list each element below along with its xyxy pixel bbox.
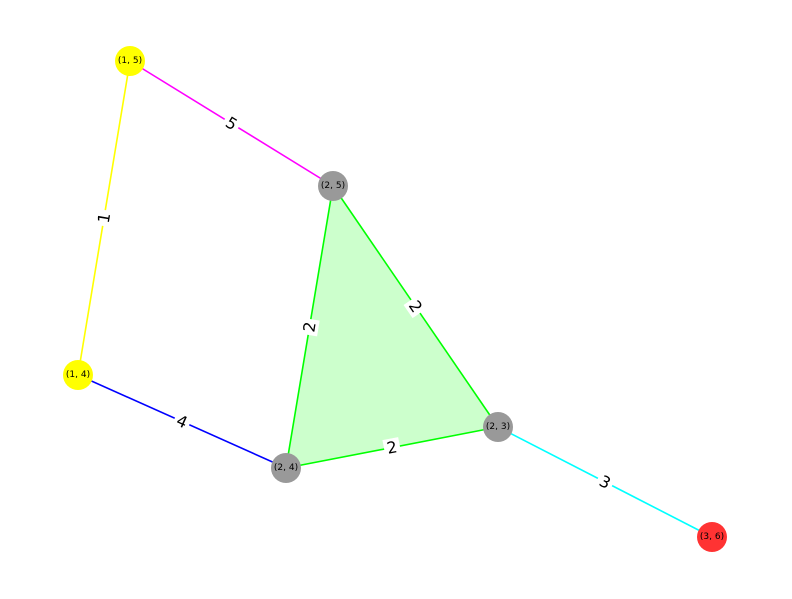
node-circle <box>115 46 145 76</box>
node-n25: (2, 5) <box>318 171 348 201</box>
edge-weight-label: 1 <box>94 211 114 224</box>
node-n23: (2, 3) <box>483 412 513 442</box>
node-label: (2, 3) <box>486 422 510 432</box>
node-label: (1, 4) <box>66 370 90 380</box>
node-n36: (3, 6) <box>697 522 727 552</box>
node-n14: (1, 4) <box>63 360 93 390</box>
node-circle <box>271 453 301 483</box>
node-circle <box>697 522 727 552</box>
node-label: (3, 6) <box>700 532 724 542</box>
node-label: (2, 5) <box>321 181 345 191</box>
edge-weight-label: 2 <box>299 320 319 333</box>
node-label: (1, 5) <box>118 56 142 66</box>
highlighted-region <box>286 186 498 468</box>
node-circle <box>318 171 348 201</box>
node-circle <box>483 412 513 442</box>
edge-weight-label: 2 <box>385 437 399 458</box>
node-circle <box>63 360 93 390</box>
node-label: (2, 4) <box>274 463 298 473</box>
node-n24: (2, 4) <box>271 453 301 483</box>
node-n15: (1, 5) <box>115 46 145 76</box>
